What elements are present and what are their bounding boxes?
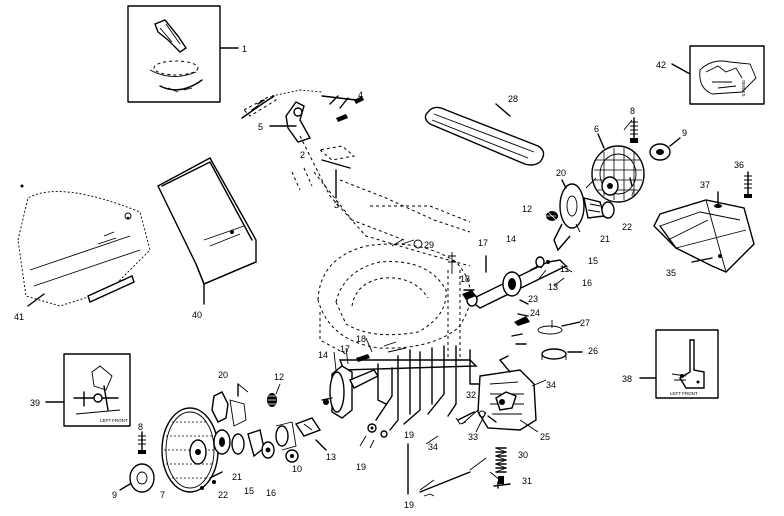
callout-21-right: 21 — [600, 234, 610, 244]
shaft-14-15-16-right — [463, 256, 568, 309]
callout-25: 25 — [540, 432, 550, 442]
parts-23-24-26-27 — [511, 299, 583, 360]
spring-30 — [494, 447, 508, 484]
callout-13-right: 13 — [548, 282, 558, 292]
callout-3: 3 — [334, 200, 339, 210]
callout-1: 1 — [242, 44, 247, 54]
callout-8-bottom: 8 — [138, 422, 143, 432]
parts-32-33 — [455, 410, 497, 425]
callout-35: 35 — [666, 268, 676, 278]
callout-31: 31 — [522, 476, 532, 486]
callout-19-bottom: 19 — [404, 500, 414, 510]
callout-39: 39 — [30, 398, 40, 408]
wheel-left — [161, 407, 219, 493]
gear-cluster-right — [553, 179, 615, 252]
callout-32: 32 — [466, 390, 476, 400]
callout-17-right: 17 — [478, 238, 488, 248]
drive-belt-28 — [424, 103, 545, 166]
callout-16-left: 16 — [266, 488, 276, 498]
spring-12-right — [546, 211, 558, 221]
callout-37: 37 — [700, 180, 710, 190]
callout-17-left: 17 — [340, 344, 350, 354]
callout-28: 28 — [508, 94, 518, 104]
bolt-8-left — [138, 431, 146, 454]
callout-19-left: 19 — [356, 462, 366, 472]
bolt-8-top — [630, 117, 638, 143]
callout-27: 27 — [580, 318, 590, 328]
svg-text:SERIES: SERIES — [741, 80, 746, 97]
leader-lines — [237, 119, 633, 491]
gear-cluster-left — [200, 421, 299, 490]
svg-text:LEFT FRONT: LEFT FRONT — [100, 418, 128, 423]
callout-36: 36 — [734, 160, 744, 170]
callout-7-top: 7 — [630, 188, 635, 198]
callout-19-center: 19 — [404, 430, 414, 440]
callout-16-right: 16 — [582, 278, 592, 288]
callout-8-top: 8 — [630, 106, 635, 116]
callout-6: 6 — [594, 124, 599, 134]
callout-33: 33 — [468, 432, 478, 442]
callout-labels: 1 2 3 4 5 6 7 7 8 8 9 9 10 11 12 12 13 1… — [14, 44, 744, 510]
callout-11: 11 — [560, 264, 569, 274]
callout-14-right: 14 — [506, 234, 516, 244]
callout-20-right: 20 — [556, 168, 566, 178]
callout-14-left: 14 — [318, 350, 328, 360]
shaft-13-left — [294, 417, 327, 451]
inset-part-1 — [127, 5, 239, 103]
callout-9-bottom: 9 — [112, 490, 117, 500]
callout-21-left: 21 — [232, 472, 242, 482]
rear-guard-41 — [17, 184, 151, 307]
handle-bracket-assembly — [241, 89, 364, 199]
callout-38: 38 — [622, 374, 632, 384]
control-rods-19 — [407, 443, 487, 497]
spring-12-left — [267, 393, 277, 407]
catcher-frame-40 — [157, 157, 257, 305]
callout-15-left: 15 — [244, 486, 254, 496]
callout-2: 2 — [300, 150, 305, 160]
callout-22-right: 22 — [622, 222, 632, 232]
bolt-37 — [714, 191, 722, 208]
callout-12-left: 12 — [274, 372, 284, 382]
callout-5: 5 — [258, 122, 263, 132]
callout-40: 40 — [192, 310, 202, 320]
inset-part-38: LEFT FRONT — [639, 329, 719, 399]
inset-part-39: LEFT FRONT — [45, 353, 131, 427]
callout-18-left: 18 — [356, 334, 366, 344]
callout-7-bottom: 7 — [160, 490, 165, 500]
small-parts-18-19 — [356, 354, 388, 449]
callout-20-left: 20 — [218, 370, 228, 380]
callout-29: 29 — [424, 240, 434, 250]
pulley-fan-6 — [591, 133, 645, 203]
callout-4: 4 — [358, 90, 363, 100]
callout-10: 10 — [292, 464, 302, 474]
callout-22-left: 22 — [218, 490, 228, 500]
washer-9-left — [119, 463, 155, 493]
callout-34-left: 34 — [428, 442, 438, 452]
callout-26: 26 — [588, 346, 598, 356]
bracket-20-left — [211, 383, 247, 427]
rear-baffle-35 — [653, 199, 755, 273]
callout-42: 42 — [656, 60, 666, 70]
callout-15-right: 15 — [588, 256, 598, 266]
callout-34-right: 34 — [546, 380, 556, 390]
gear-housing-14-left — [321, 365, 380, 419]
callout-18-right: 18 — [460, 274, 470, 284]
callout-41: 41 — [14, 312, 24, 322]
bolt-36 — [744, 171, 752, 198]
callout-13-left: 13 — [326, 452, 336, 462]
callout-24: 24 — [530, 308, 540, 318]
washer-9-top — [649, 137, 681, 161]
deck-outline — [299, 135, 471, 360]
inset-38-caption: LEFT FRONT — [670, 391, 698, 396]
callout-9-top: 9 — [682, 128, 687, 138]
callout-12-right: 12 — [522, 204, 532, 214]
inset-part-42: SERIES — [671, 45, 765, 105]
drive-transmission-housing — [338, 341, 537, 433]
callout-23: 23 — [528, 294, 538, 304]
small-parts-right-17-18-29 — [448, 252, 487, 300]
callout-30: 30 — [518, 450, 528, 460]
bolt-31 — [493, 481, 511, 489]
